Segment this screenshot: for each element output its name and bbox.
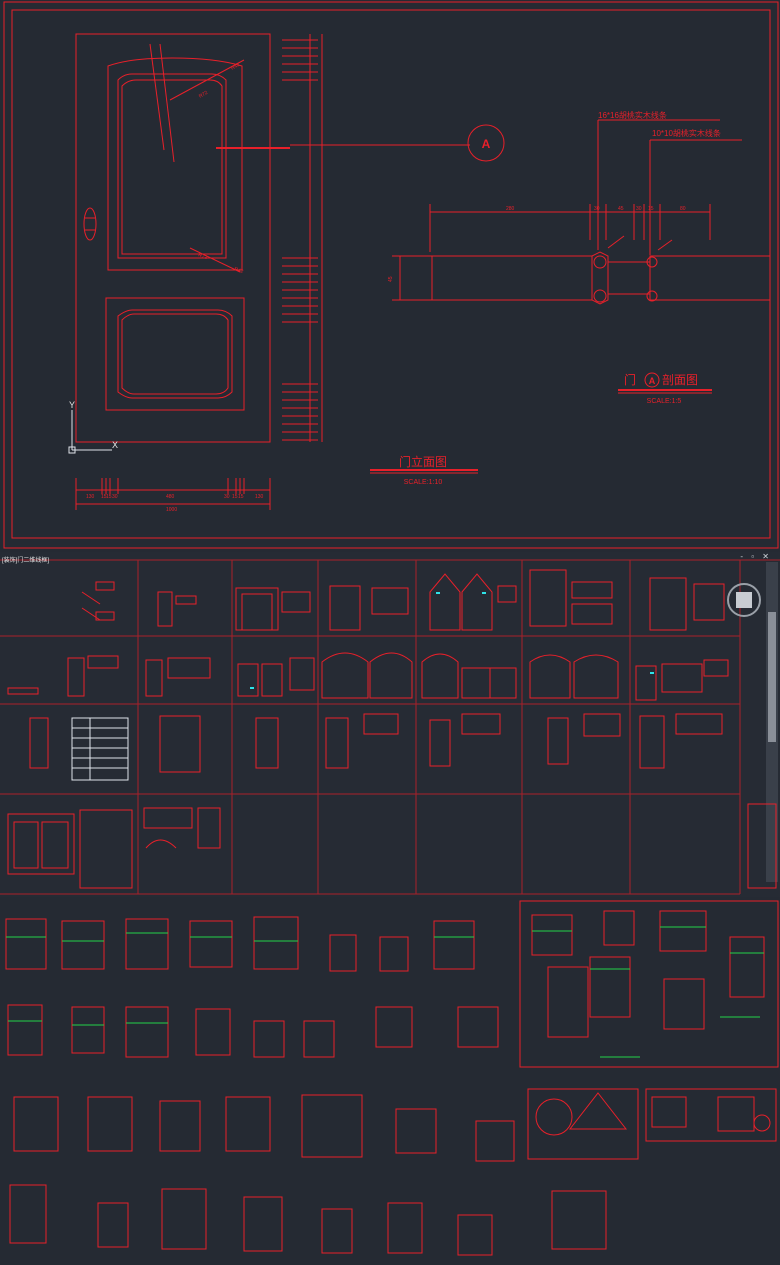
dim-label: 15 — [238, 494, 244, 500]
dim-label: 480 — [166, 494, 175, 500]
dim-label: 15 — [648, 206, 654, 212]
block-thumbnail[interactable] — [639, 713, 723, 769]
door-elevation — [75, 33, 470, 443]
block-thumbnail[interactable] — [321, 652, 413, 699]
door-section: 16*16胡桃实木线条 10*10胡桃实木线条 280 30 45 30 15 … — [388, 110, 771, 305]
section-title-suffix: 剖面图 — [662, 373, 698, 387]
dim-label: 15 — [232, 494, 238, 500]
cyan-markers — [250, 592, 654, 689]
block-thumbnail[interactable] — [529, 654, 619, 699]
dim-label: 130 — [86, 494, 95, 500]
block-thumbnail[interactable] — [429, 713, 501, 767]
block-thumbnail[interactable] — [635, 659, 729, 701]
callout-marker: A — [482, 137, 491, 151]
thumbnail-row-1[interactable] — [81, 569, 725, 631]
door-drawing-sheet: R72 R42 R72 R42 — [0, 0, 780, 552]
radius-label: R72 — [198, 90, 209, 100]
block-browser-window[interactable]: [装饰]门二维线框] - ▫ ✕ — [0, 552, 780, 897]
axis-y-label: Y — [69, 400, 75, 410]
block-thumbnail[interactable] — [237, 657, 315, 697]
gallery-row-b-accents — [8, 1020, 168, 1026]
block-thumbnail[interactable] — [235, 587, 311, 631]
block-thumbnail[interactable] — [547, 713, 621, 765]
horizontal-dimensions: 130 15 15 30 480 30 15 15 130 1000 — [75, 478, 271, 513]
thumbnail-row-4[interactable] — [7, 803, 777, 889]
radius-label: R42 — [233, 266, 244, 275]
dim-label: 15 — [106, 494, 112, 500]
dim-label: 30 — [224, 494, 230, 500]
gallery-large-detail — [519, 900, 779, 1068]
gallery-row-b — [7, 1004, 499, 1058]
gallery-row-d — [9, 1184, 607, 1256]
dim-label: 80 — [680, 206, 686, 212]
dim-total-label: 1000 — [166, 507, 177, 513]
vertical-dimensions — [282, 34, 323, 442]
leader-label: 16*16胡桃实木线条 — [598, 110, 667, 120]
radius-labels: R72 R42 R72 R42 — [197, 62, 244, 275]
block-thumbnail[interactable] — [7, 809, 133, 889]
block-thumbnail[interactable] — [255, 717, 279, 769]
block-thumbnail[interactable] — [29, 717, 129, 781]
dim-thickness-label: 45 — [388, 276, 394, 282]
dim-label: 45 — [618, 206, 624, 212]
elevation-title: 门立面图 — [399, 454, 447, 469]
leader-label: 10*10胡桃实木线条 — [652, 128, 721, 138]
block-thumbnail[interactable] — [529, 569, 613, 627]
block-thumbnail[interactable] — [145, 657, 211, 697]
section-title-block: 门 A 剖面图 SCALE:1:5 — [618, 372, 712, 405]
block-thumbnail[interactable] — [159, 715, 201, 773]
scrollbar-thumb[interactable] — [768, 612, 776, 742]
block-thumbnail[interactable] — [329, 585, 409, 631]
gallery-row-a — [5, 916, 475, 972]
nav-wheel-icon[interactable] — [727, 583, 761, 617]
dim-label: 15 — [101, 494, 107, 500]
door-drawing-canvas: R72 R42 R72 R42 — [3, 1, 779, 549]
block-thumbnail[interactable] — [747, 803, 777, 889]
section-scale: SCALE:1:5 — [647, 398, 682, 405]
radius-label: R42 — [230, 62, 241, 72]
dim-label: 30 — [112, 494, 118, 500]
section-title: 门 — [624, 372, 636, 387]
gallery-row-c — [13, 1088, 777, 1162]
dim-label: 30 — [636, 206, 642, 212]
sheet-outer-frame — [3, 1, 779, 549]
detail-drawing-gallery — [0, 897, 780, 1265]
section-callout: A — [467, 124, 505, 162]
ucs-axis-icon: Y X — [68, 400, 118, 454]
block-thumbnail[interactable] — [325, 713, 399, 769]
block-thumbnail[interactable] — [143, 807, 221, 849]
thumbnail-row-2[interactable] — [7, 652, 729, 701]
window-controls[interactable]: - ▫ ✕ — [740, 552, 772, 561]
sheet-inner-frame — [11, 9, 771, 539]
detail-gallery-canvas — [5, 900, 779, 1256]
block-thumbnail[interactable] — [649, 577, 725, 631]
block-thumbnail[interactable] — [421, 653, 517, 699]
dim-label: 280 — [506, 206, 515, 212]
dim-label: 30 — [594, 206, 600, 212]
block-thumbnail[interactable] — [429, 573, 517, 631]
elevation-scale: SCALE:1:10 — [404, 479, 443, 486]
elevation-title-block: 门立面图 SCALE:1:10 — [370, 454, 478, 486]
block-thumbnail[interactable] — [7, 655, 119, 697]
block-thumbnail[interactable] — [157, 591, 197, 627]
block-thumbnail[interactable] — [81, 581, 115, 621]
window-title: [装饰]门二维线框] — [2, 558, 50, 564]
section-title-marker: A — [649, 376, 656, 386]
nav-wheel-center[interactable] — [736, 592, 752, 608]
block-thumbnail-grid[interactable] — [0, 552, 780, 897]
dim-label: 130 — [255, 494, 264, 500]
axis-x-label: X — [112, 440, 118, 450]
grid-lines — [0, 559, 780, 895]
thumbnail-row-3[interactable] — [29, 713, 723, 781]
radius-label: R72 — [197, 252, 208, 261]
